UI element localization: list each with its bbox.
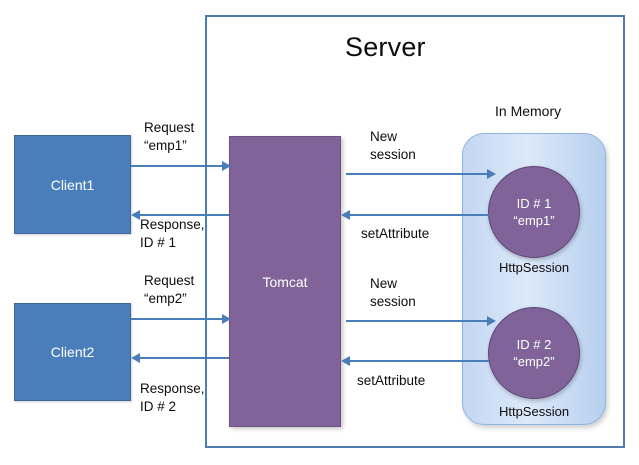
session2-new-line [346,320,488,322]
session-2-attribute: “emp2” [513,354,555,369]
session1-setattribute-line [350,214,489,216]
httpsession-2-node: ID # 2 “emp2” [488,307,580,399]
client1-request-line [131,165,223,167]
client1-node: Client1 [14,135,131,234]
client1-request-arrowhead [222,161,231,171]
client2-response-label: Response, ID # 2 [140,381,205,414]
client2-label: Client2 [50,344,95,360]
httpsession-1-node: ID # 1 “emp1” [488,166,580,258]
client2-response-arrowhead [131,353,140,363]
session-2-id: ID # 2 [516,337,552,352]
session1-setattribute-label: setAttribute [361,226,430,241]
session-1-id: ID # 1 [516,196,552,211]
server-left-edge [205,15,207,448]
httpsession-2-caption: HttpSession [498,404,570,419]
client1-response-label: Response, ID # 1 [140,217,205,250]
session2-setattribute-arrowhead [341,356,350,366]
client2-node: Client2 [14,303,131,401]
server-title: Server [345,32,426,62]
client2-request-line [131,318,223,320]
in-memory-label: In Memory [495,103,562,119]
tomcat-label: Tomcat [262,273,308,290]
session-1-attribute: “emp1” [513,213,555,228]
tomcat-node: Tomcat [229,136,341,427]
session2-setattribute-label: setAttribute [357,373,426,388]
client1-response-line [140,214,229,216]
session2-new-label: New session [370,276,416,309]
session2-new-arrowhead [487,316,496,326]
client1-response-arrowhead [131,210,140,220]
client2-request-arrowhead [222,314,231,324]
session1-new-line [346,173,488,175]
session1-new-label: New session [370,129,416,162]
session1-new-arrowhead [487,169,496,179]
httpsession-1-caption: HttpSession [498,260,570,275]
session2-setattribute-line [350,360,489,362]
client1-request-label: Request “emp1” [144,120,195,153]
client1-label: Client1 [50,176,95,193]
session1-setattribute-arrowhead [341,210,350,220]
client2-request-label: Request “emp2” [144,273,195,306]
client2-response-line [140,357,229,359]
